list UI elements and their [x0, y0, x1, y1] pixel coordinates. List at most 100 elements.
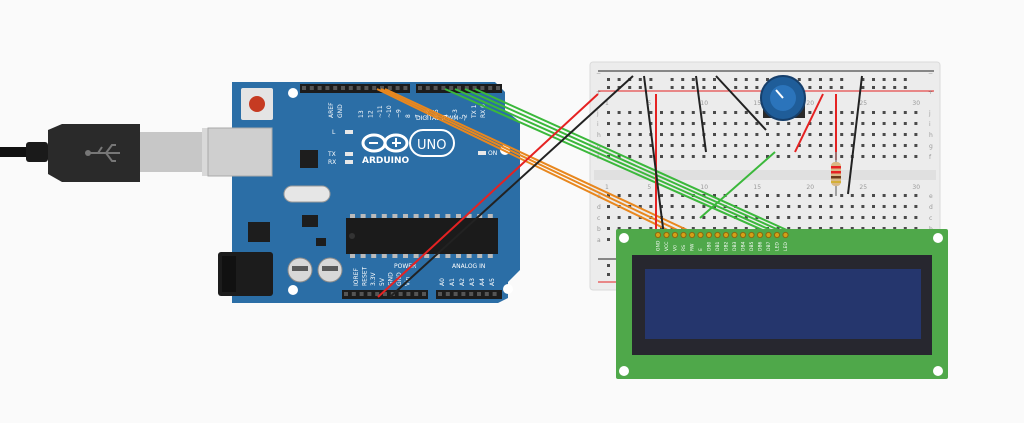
- wire-green[interactable]: [474, 88, 801, 237]
- arduino-uno-board[interactable]: L TX RX ON ARDUINO UNO DIGITAL (PWM~) PO…: [207, 82, 520, 303]
- rail-hole[interactable]: [882, 78, 886, 81]
- breadboard-hole[interactable]: [744, 205, 748, 208]
- breadboard-hole[interactable]: [755, 111, 759, 114]
- lcd-pin[interactable]: [773, 231, 781, 239]
- header-pin-hole[interactable]: [418, 86, 422, 90]
- breadboard-hole[interactable]: [723, 144, 727, 147]
- breadboard-hole[interactable]: [628, 133, 632, 136]
- lcd-pin[interactable]: [680, 231, 687, 239]
- breadboard-hole[interactable]: [872, 227, 875, 230]
- rail-hole[interactable]: [766, 78, 769, 81]
- breadboard-hole[interactable]: [914, 227, 918, 230]
- rail-hole[interactable]: [734, 86, 738, 89]
- wire-orange[interactable]: [380, 88, 691, 237]
- breadboard-hole[interactable]: [893, 205, 897, 208]
- breadboard-hole[interactable]: [914, 155, 918, 158]
- breadboard-hole[interactable]: [882, 155, 886, 158]
- breadboard-hole[interactable]: [882, 227, 886, 230]
- breadboard-hole[interactable]: [893, 227, 897, 230]
- breadboard-hole[interactable]: [755, 122, 759, 125]
- breadboard-hole[interactable]: [787, 155, 791, 158]
- breadboard-hole[interactable]: [691, 111, 695, 114]
- breadboard-hole[interactable]: [691, 122, 695, 125]
- header-pin-hole[interactable]: [317, 86, 322, 90]
- lcd-pin[interactable]: [714, 231, 721, 239]
- breadboard-hole[interactable]: [776, 205, 780, 208]
- breadboard-hole[interactable]: [850, 216, 854, 219]
- breadboard-hole[interactable]: [691, 227, 695, 230]
- breadboard-hole[interactable]: [882, 122, 886, 125]
- breadboard-hole[interactable]: [744, 111, 748, 114]
- breadboard-hole[interactable]: [744, 155, 748, 158]
- header-pin-hole[interactable]: [461, 292, 466, 296]
- header-pin-hole[interactable]: [488, 86, 493, 90]
- breadboard-hole[interactable]: [607, 194, 610, 197]
- wire-black[interactable]: [695, 75, 707, 153]
- breadboard-hole[interactable]: [882, 216, 886, 219]
- breadboard-hole[interactable]: [808, 111, 812, 114]
- lcd-pin[interactable]: [697, 231, 704, 239]
- breadboard-hole[interactable]: [776, 155, 780, 158]
- breadboard-hole[interactable]: [819, 133, 822, 136]
- breadboard-hole[interactable]: [607, 122, 610, 125]
- breadboard-hole[interactable]: [670, 155, 674, 158]
- breadboard-hole[interactable]: [829, 133, 833, 136]
- header-pin-hole[interactable]: [367, 292, 372, 296]
- breadboard-hole[interactable]: [861, 227, 865, 230]
- breadboard-hole[interactable]: [702, 111, 706, 114]
- breadboard-hole[interactable]: [903, 227, 907, 230]
- rail-hole[interactable]: [649, 86, 653, 89]
- header-pin-hole[interactable]: [398, 292, 403, 296]
- breadboard-hole[interactable]: [744, 122, 748, 125]
- breadboard-hole[interactable]: [681, 122, 685, 125]
- rail-hole[interactable]: [607, 86, 610, 89]
- breadboard-hole[interactable]: [713, 227, 716, 230]
- breadboard-hole[interactable]: [903, 122, 907, 125]
- wire-orange[interactable]: [384, 88, 701, 237]
- lcd-pin[interactable]: [663, 231, 670, 239]
- breadboard-hole[interactable]: [787, 227, 791, 230]
- rail-hole[interactable]: [819, 86, 822, 89]
- breadboard-hole[interactable]: [649, 227, 653, 230]
- breadboard-hole[interactable]: [723, 122, 727, 125]
- rail-hole[interactable]: [872, 86, 875, 89]
- breadboard-hole[interactable]: [787, 122, 791, 125]
- breadboard-hole[interactable]: [723, 111, 727, 114]
- rail-hole[interactable]: [861, 78, 865, 81]
- header-pin-hole[interactable]: [453, 292, 458, 296]
- breadboard-hole[interactable]: [903, 133, 907, 136]
- breadboard-hole[interactable]: [713, 122, 716, 125]
- breadboard-hole[interactable]: [617, 144, 621, 147]
- wire-green[interactable]: [464, 88, 793, 237]
- breadboard-hole[interactable]: [734, 227, 738, 230]
- breadboard-hole[interactable]: [861, 194, 865, 197]
- breadboard-hole[interactable]: [766, 205, 769, 208]
- breadboard-hole[interactable]: [819, 216, 822, 219]
- header-pin-hole[interactable]: [406, 292, 411, 296]
- breadboard-hole[interactable]: [713, 194, 716, 197]
- breadboard-hole[interactable]: [840, 155, 844, 158]
- rail-hole[interactable]: [681, 86, 685, 89]
- breadboard-hole[interactable]: [893, 194, 897, 197]
- lcd-pin[interactable]: [722, 231, 730, 239]
- breadboard-hole[interactable]: [638, 194, 642, 197]
- breadboard-hole[interactable]: [702, 227, 706, 230]
- breadboard-hole[interactable]: [829, 227, 833, 230]
- breadboard-hole[interactable]: [850, 227, 854, 230]
- breadboard-hole[interactable]: [755, 205, 759, 208]
- breadboard-hole[interactable]: [638, 155, 642, 158]
- rail-hole[interactable]: [872, 78, 875, 81]
- breadboard-hole[interactable]: [861, 111, 865, 114]
- breadboard-hole[interactable]: [607, 216, 610, 219]
- breadboard-hole[interactable]: [638, 122, 642, 125]
- breadboard-hole[interactable]: [660, 144, 663, 147]
- breadboard-hole[interactable]: [829, 144, 833, 147]
- rail-hole[interactable]: [755, 86, 759, 89]
- breadboard-hole[interactable]: [808, 194, 812, 197]
- header-pin-hole[interactable]: [403, 86, 408, 90]
- header-pin-hole[interactable]: [445, 292, 450, 296]
- dc-power-jack[interactable]: [218, 252, 273, 296]
- breadboard-hole[interactable]: [638, 205, 642, 208]
- breadboard-hole[interactable]: [702, 216, 706, 219]
